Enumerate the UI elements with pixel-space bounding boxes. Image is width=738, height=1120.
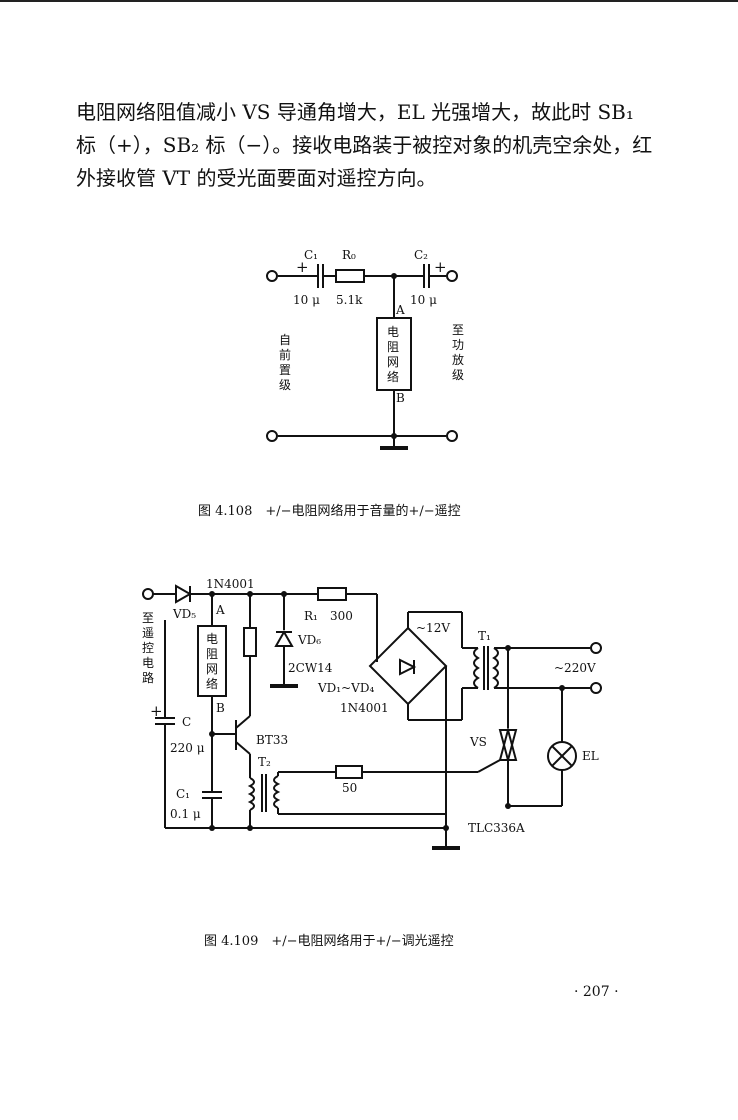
- fig109-block-2: 阻: [206, 647, 218, 661]
- fig108-c2-plus: +: [434, 258, 447, 276]
- fig109-bridge-part: 1N4001: [340, 701, 389, 715]
- fig108-left-3: 置: [279, 363, 291, 377]
- fig109-triac-part: TLC336A: [468, 821, 525, 835]
- fig109-vs-label: VS: [469, 735, 487, 749]
- fig109-c-plus: +: [150, 702, 163, 720]
- fig108-right-4: 级: [452, 368, 464, 382]
- fig109-c-label: C: [182, 715, 191, 729]
- fig109-transistor: BT33: [256, 733, 288, 747]
- fig109-ac220: ~220V: [554, 661, 596, 675]
- fig108-caption: 图 4.108 +/−电阻网络用于音量的+/−遥控: [198, 504, 461, 519]
- fig109-c-value: 220 μ: [170, 741, 205, 755]
- fig108-block-2: 阻: [387, 340, 399, 354]
- fig109-left-5: 路: [142, 670, 154, 685]
- fig108-c1-plus: +: [296, 258, 309, 276]
- fig109-ac12: ~12V: [416, 621, 450, 635]
- fig109-vd6-part: 2CW14: [288, 661, 333, 675]
- fig108-left-1: 自: [279, 333, 291, 347]
- fig109-vd6-label: VD₆: [297, 633, 321, 647]
- fig109-bridge-label: VD₁~VD₄: [317, 681, 374, 695]
- figure-4-108-circuit: C₁ + 10 μ R₀ 5.1k C₂ + 10 μ A B 电 阻 网 络 …: [266, 248, 464, 450]
- fig108-c1-value: 10 μ: [293, 293, 320, 307]
- fig109-r1-label: R₁: [304, 609, 318, 623]
- page-top-rule: [0, 0, 738, 2]
- fig108-left-4: 级: [279, 378, 291, 392]
- fig109-t2-label: T₂: [258, 755, 271, 769]
- fig109-block-1: 电: [206, 632, 218, 646]
- fig108-c2-label: C₂: [414, 248, 428, 262]
- fig108-node-b: B: [396, 391, 405, 405]
- figure-4-109-circuit: 1N4001 VD₅ A B 电 阻 网 络 至 遥 控 电 路 R₁ 300 …: [142, 577, 602, 850]
- fig109-left-4: 电: [142, 656, 154, 670]
- paragraph-line-2: 标（+），SB₂ 标（−）。接收电路装于被控对象的机壳空余处，红: [76, 133, 653, 157]
- fig109-vd5-label: VD₅: [172, 607, 196, 621]
- fig108-left-2: 前: [279, 347, 291, 362]
- fig109-r50: 50: [342, 781, 357, 795]
- fig108-right-1: 至: [452, 323, 464, 337]
- fig109-block-4: 络: [206, 676, 218, 691]
- fig108-r0-value: 5.1k: [336, 293, 363, 307]
- fig109-left-2: 遥: [142, 626, 154, 640]
- body-paragraph: 电阻网络阻值减小 VS 导通角增大，EL 光强增大，故此时 SB₁ 标（+），S…: [76, 96, 676, 195]
- fig109-c1-label: C₁: [176, 787, 190, 801]
- fig109-caption: 图 4.109 +/−电阻网络用于+/−调光遥控: [204, 934, 454, 949]
- page-number: · 207 ·: [574, 984, 619, 1000]
- fig109-vd5-part: 1N4001: [206, 577, 255, 591]
- fig108-node-a: A: [395, 303, 405, 317]
- fig109-node-b: B: [216, 701, 225, 715]
- fig109-c1-value: 0.1 μ: [170, 807, 201, 821]
- fig108-c2-value: 10 μ: [410, 293, 437, 307]
- fig109-left-1: 至: [142, 611, 154, 625]
- paragraph-line-3: 外接收管 VT 的受光面要面对遥控方向。: [76, 166, 437, 190]
- fig108-block-1: 电: [387, 325, 399, 339]
- fig109-el-label: EL: [582, 749, 599, 763]
- fig108-c1-label: C₁: [304, 248, 318, 262]
- paragraph-line-1: 电阻网络阻值减小 VS 导通角增大，EL 光强增大，故此时 SB₁: [76, 100, 634, 124]
- fig109-node-a: A: [215, 603, 225, 617]
- fig109-r1-value: 300: [330, 609, 353, 623]
- fig108-right-2: 功: [452, 338, 464, 352]
- fig108-right-3: 放: [452, 352, 464, 367]
- fig109-t1-label: T₁: [478, 629, 491, 643]
- fig108-r0-label: R₀: [342, 248, 356, 262]
- fig109-block-3: 网: [206, 662, 218, 676]
- fig109-left-3: 控: [142, 641, 154, 655]
- fig108-block-4: 络: [387, 369, 399, 384]
- fig108-block-3: 网: [387, 355, 399, 369]
